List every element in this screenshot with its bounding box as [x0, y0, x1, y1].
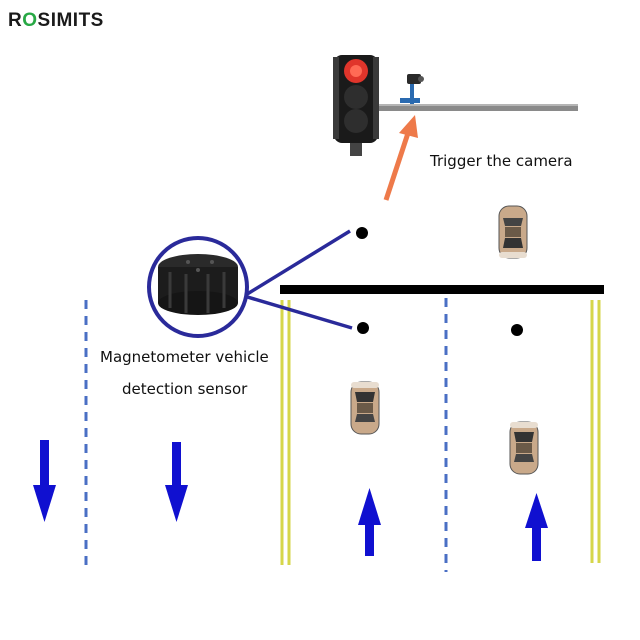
lane-edge-left	[280, 300, 291, 565]
lane-edge-right	[590, 300, 601, 563]
sensor-connector-upper	[243, 229, 351, 298]
up-arrow-1	[358, 488, 381, 556]
sensor-point-right	[511, 324, 523, 336]
car-lane-right	[509, 421, 539, 475]
camera-icon	[400, 74, 424, 104]
down-arrow-2	[165, 442, 188, 522]
sensor-point-upper	[356, 227, 368, 239]
car-lane-left	[350, 381, 380, 435]
logo-o-glyph: O	[22, 10, 38, 31]
sensor-connector-lower	[243, 294, 353, 330]
trigger-arrow	[383, 115, 418, 201]
sensor-point-lower	[357, 322, 369, 334]
traffic-light-icon	[333, 55, 379, 156]
stop-line	[280, 285, 604, 294]
sensor-label-line2: detection sensor	[122, 380, 248, 398]
trigger-camera-label: Trigger the camera	[430, 152, 573, 170]
sensor-label-line1: Magnetometer vehicle	[100, 348, 269, 366]
car-oncoming	[499, 206, 527, 258]
up-arrow-2	[525, 493, 548, 561]
magnetometer-sensor-icon	[147, 236, 249, 338]
signal-pole	[370, 104, 578, 111]
down-arrow-1	[33, 440, 56, 522]
rosimits-logo: ROSIMITS	[8, 10, 104, 31]
